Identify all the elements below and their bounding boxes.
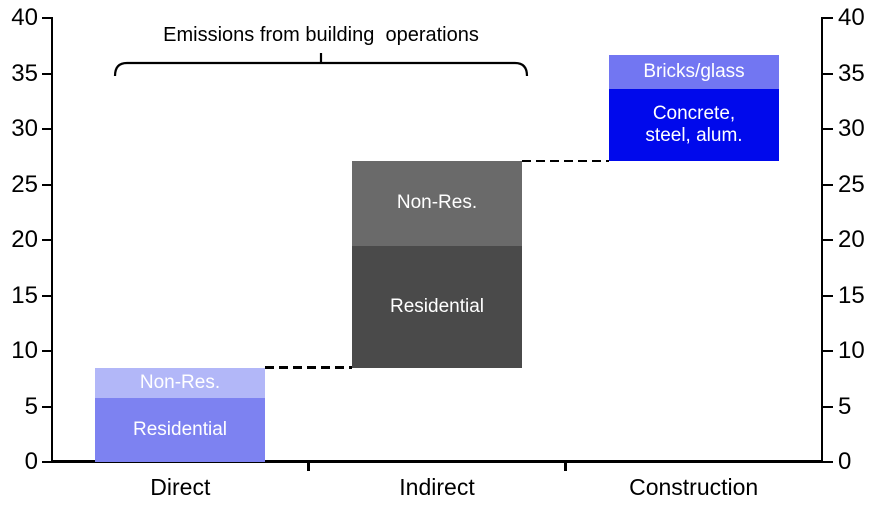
y-tick-label-left-15: 15 bbox=[11, 281, 38, 309]
x-axis bbox=[51, 460, 823, 463]
y-tick-label-left-0: 0 bbox=[24, 448, 38, 475]
y-tick-left-30 bbox=[42, 128, 52, 130]
y-tick-label-left-35: 35 bbox=[11, 59, 38, 87]
bar-segment-label: Non-Res. bbox=[396, 192, 478, 214]
y-tick-label-left-25: 25 bbox=[11, 170, 38, 198]
y-tick-label-right-20: 20 bbox=[838, 226, 865, 253]
x-tick-2 bbox=[563, 462, 567, 471]
y-tick-left-0 bbox=[42, 461, 52, 463]
y-tick-right-40 bbox=[823, 17, 833, 19]
y-tick-right-25 bbox=[823, 183, 833, 186]
bar-segment-label: Bricks/glass bbox=[643, 60, 745, 82]
x-tick-1 bbox=[307, 462, 311, 471]
bar-segment-label: Residential bbox=[133, 418, 227, 440]
y-tick-label-right-35: 35 bbox=[838, 59, 865, 87]
bar-segment-indirect-non-res: Non-Res. bbox=[352, 161, 522, 246]
y-tick-right-35 bbox=[823, 72, 833, 75]
bar-segment-label: steel, alum. bbox=[645, 125, 743, 147]
bar-segment-construction-bricks-glass: Bricks/glass bbox=[609, 54, 779, 90]
y-tick-label-right-5: 5 bbox=[838, 392, 852, 420]
y-axis-right bbox=[821, 17, 823, 463]
y-tick-label-left-40: 40 bbox=[11, 4, 38, 31]
y-tick-left-25 bbox=[42, 183, 52, 186]
bar-segment-label: Residential bbox=[390, 295, 484, 317]
y-tick-label-right-15: 15 bbox=[838, 281, 865, 309]
annotation-emissions-from-building-operations: Emissions from building operations bbox=[163, 24, 479, 46]
y-tick-label-left-10: 10 bbox=[11, 337, 38, 364]
y-tick-left-10 bbox=[42, 350, 52, 352]
bar-segment-direct-residential: Residential bbox=[95, 397, 265, 462]
bar-segment-construction-concrete-steel-alum: Concrete,steel, alum. bbox=[609, 89, 779, 162]
y-tick-left-35 bbox=[42, 72, 52, 75]
bar-segment-label: Non-Res. bbox=[139, 371, 221, 393]
y-tick-label-right-30: 30 bbox=[838, 115, 865, 142]
y-tick-right-15 bbox=[823, 294, 833, 297]
y-tick-label-right-40: 40 bbox=[838, 4, 865, 31]
y-tick-right-0 bbox=[823, 461, 833, 463]
y-tick-right-10 bbox=[823, 350, 833, 352]
y-tick-right-5 bbox=[823, 405, 833, 408]
y-tick-label-left-30: 30 bbox=[11, 115, 38, 142]
y-tick-label-left-5: 5 bbox=[24, 392, 38, 420]
y-tick-left-15 bbox=[42, 294, 52, 297]
x-category-label-construction: Construction bbox=[629, 474, 759, 500]
y-tick-right-20 bbox=[823, 239, 833, 241]
connector-indirect-to-construction bbox=[522, 159, 609, 163]
connector-direct-to-indirect bbox=[265, 366, 352, 369]
x-category-label-direct: Direct bbox=[150, 474, 211, 500]
y-tick-left-40 bbox=[42, 17, 52, 19]
y-tick-left-20 bbox=[42, 239, 52, 241]
bar-segment-label: Concrete, bbox=[652, 103, 736, 125]
x-category-label-indirect: Indirect bbox=[399, 474, 475, 500]
bar-segment-direct-non-res: Non-Res. bbox=[95, 367, 265, 398]
y-tick-right-30 bbox=[823, 128, 833, 130]
brace-bracket bbox=[113, 53, 529, 77]
y-axis-left bbox=[51, 17, 53, 463]
bar-segment-indirect-residential: Residential bbox=[352, 245, 522, 368]
y-tick-label-right-10: 10 bbox=[838, 337, 865, 364]
y-tick-label-right-25: 25 bbox=[838, 170, 865, 198]
y-tick-label-right-0: 0 bbox=[838, 448, 852, 475]
y-tick-left-5 bbox=[42, 405, 52, 408]
y-tick-label-left-20: 20 bbox=[11, 226, 38, 253]
